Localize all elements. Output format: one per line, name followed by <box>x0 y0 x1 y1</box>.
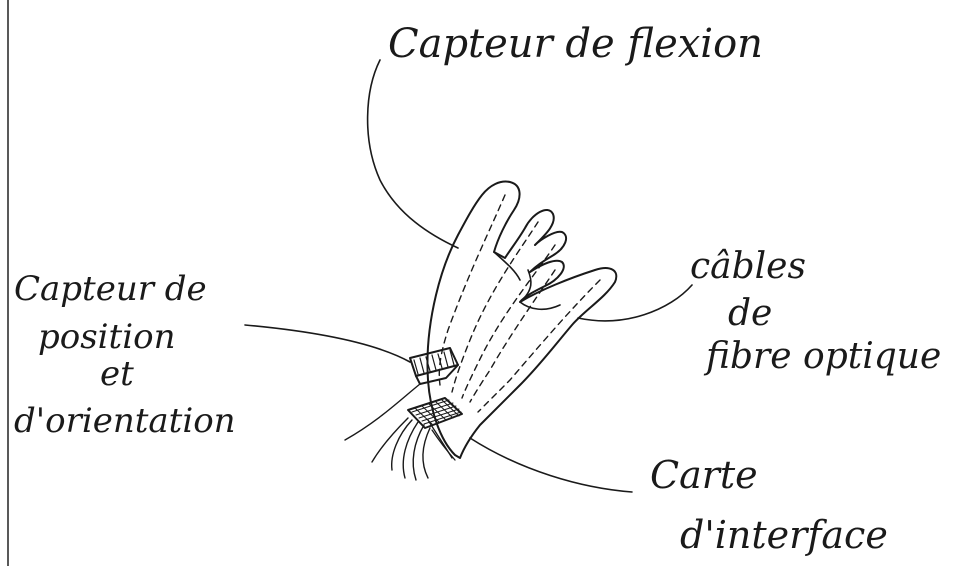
cable-3 <box>403 422 418 478</box>
label-position-sensor-line4: d'orientation <box>14 401 236 441</box>
fiber-dash-4 <box>470 270 555 402</box>
leader-interface-board <box>470 438 632 492</box>
fiber-dash-5 <box>478 280 600 412</box>
cable-2 <box>392 420 412 470</box>
thumb-crease <box>520 302 560 309</box>
label-flex-sensor: Capteur de flexion <box>388 21 763 67</box>
label-interface-board-line2: d'interface <box>680 513 888 557</box>
label-fiber-cables-line2: de <box>728 293 772 334</box>
label-interface-board-line1: Carte <box>650 453 758 497</box>
label-fiber-cables-line1: câbles <box>690 246 806 287</box>
interface-board-shape <box>408 398 462 428</box>
label-position-sensor-line3: et <box>100 354 134 394</box>
glove-drawing <box>345 182 616 480</box>
label-position-sensor-line2: position <box>38 317 175 357</box>
cable-6 <box>372 418 408 462</box>
leader-flex-sensor <box>368 60 458 248</box>
position-sensor-shape <box>410 348 458 384</box>
cable-5 <box>423 428 430 478</box>
label-position-sensor-line1: Capteur de <box>14 269 207 309</box>
leader-position-sensor <box>245 325 410 362</box>
label-fiber-cables-line3: fibre optique <box>703 336 941 377</box>
